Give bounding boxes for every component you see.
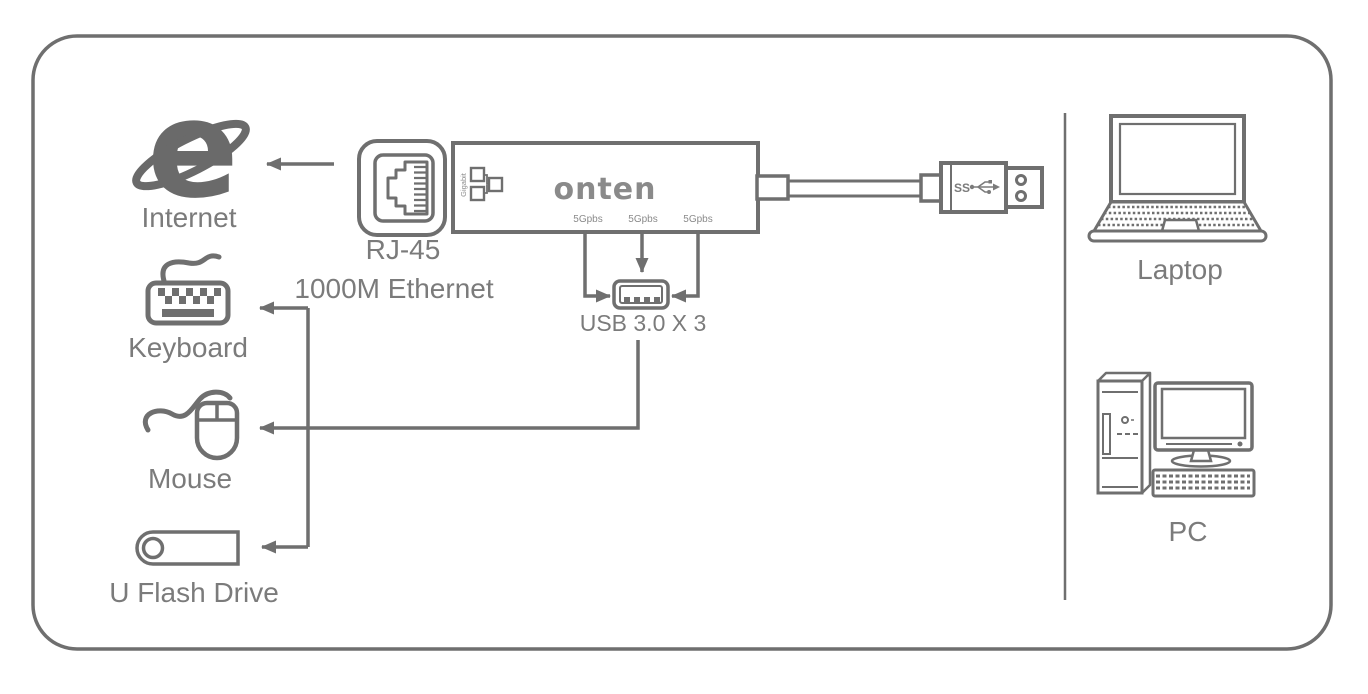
laptop-touchpad [1160, 218, 1201, 233]
keyboard-label: Keyboard [128, 332, 248, 363]
usb-port-icon [612, 279, 670, 310]
pc-monitor [1153, 381, 1254, 468]
flash-drive-label: U Flash Drive [109, 577, 279, 608]
pc-tower [1096, 371, 1152, 495]
mouse-icon [143, 389, 240, 461]
pc-label: PC [1169, 516, 1208, 547]
usb-ports-label: USB 3.0 X 3 [580, 310, 707, 336]
port-speed-label: 5Gpbs [628, 214, 657, 225]
pc-keyboard [1151, 468, 1256, 498]
laptop-label: Laptop [1137, 254, 1223, 285]
ie-orbit-ring [132, 119, 250, 191]
mouse-cable [143, 389, 233, 433]
svg-text:SS: SS [954, 181, 970, 195]
cable-strain-relief [755, 174, 790, 201]
pc-icon [1096, 371, 1256, 498]
rj45-jack-outline [386, 160, 429, 216]
hub-brand-logo: onten [553, 172, 656, 207]
port-speed-label: 5Gpbs [683, 214, 712, 225]
rj45-pins [414, 165, 426, 213]
internet-label: Internet [142, 202, 237, 233]
usb-plug-metal-shell [1004, 166, 1044, 209]
internet-explorer-icon: e [132, 71, 250, 228]
port-speed-label: 5Gpbs [573, 214, 602, 225]
ethernet-label: 1000M Ethernet [294, 273, 493, 304]
keyboard-icon [145, 253, 231, 326]
laptop-icon [1087, 114, 1268, 243]
gigabit-network-icon [469, 166, 504, 202]
keyboard-cable [160, 253, 222, 287]
flash-drive-icon [135, 530, 240, 566]
rj45-port-icon [357, 139, 447, 237]
arrow-to-mouse [259, 340, 640, 435]
usb-cable [755, 174, 922, 201]
gigabit-label: Gigabit [459, 172, 468, 197]
usb-plug-icon: SS [919, 161, 1044, 214]
superspeed-usb-logo: SS [954, 180, 1000, 195]
keyboard-spacebar [162, 309, 214, 317]
hub-device: Gigabit onten 5Gpbs 5Gpbs 5Gpbs [451, 141, 760, 234]
frame-border [31, 34, 1333, 651]
mouse-label: Mouse [148, 463, 232, 494]
rj45-label: RJ-45 [366, 234, 441, 265]
usb-port-arrows [583, 230, 700, 303]
